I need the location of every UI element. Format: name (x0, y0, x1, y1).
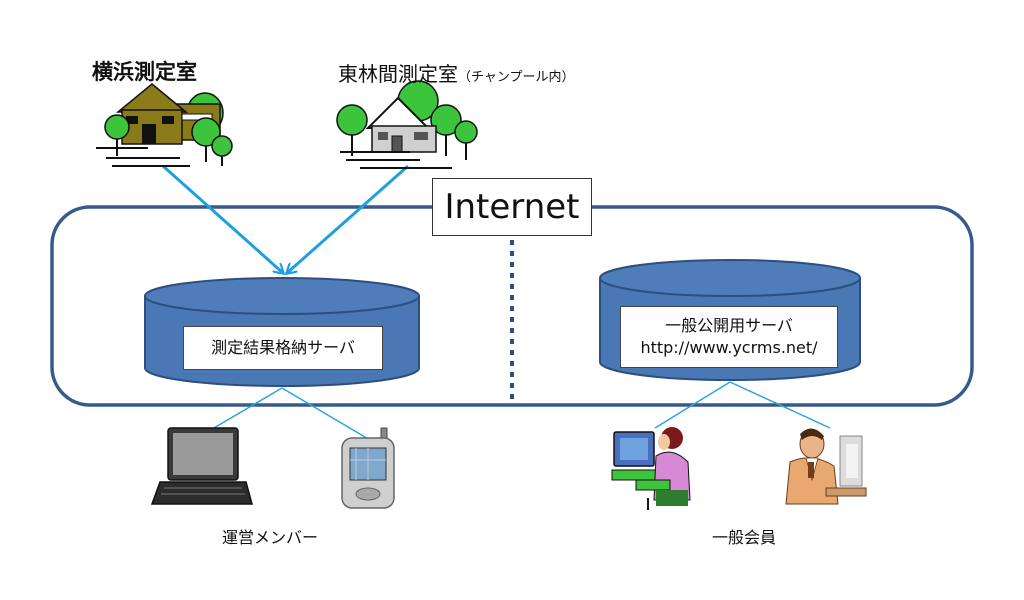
house-icon (336, 80, 478, 169)
site-label-higashirinkan-group: 東林間測定室（チャンプール内） (338, 58, 574, 87)
general-links (654, 381, 831, 429)
group-label-general: 一般会員 (712, 528, 777, 547)
house-icon (96, 83, 233, 167)
man-at-computer-icon (785, 428, 867, 505)
measurement-server-label-box: 測定結果格納サーバ (183, 326, 383, 370)
public-server-url: http://www.ycrms.net/ (640, 338, 818, 357)
arrow-yokohama (162, 164, 283, 273)
site-note-higashirinkan: （チャンプール内） (458, 70, 575, 85)
public-server-label-box: 一般公開用サーバ http://www.ycrms.net/ (620, 306, 838, 368)
group-label-members: 運営メンバー (222, 528, 319, 547)
laptop-icon (150, 427, 253, 505)
woman-at-computer-icon (611, 427, 691, 510)
member-links (206, 387, 371, 441)
internet-label: Internet (444, 187, 580, 227)
site-label-yokohama: 横浜測定室 (92, 60, 197, 84)
arrow-higashirinkan (287, 164, 409, 273)
measurement-server-label: 測定結果格納サーバ (211, 338, 355, 358)
public-server-label: 一般公開用サーバ (665, 316, 793, 336)
pda-icon (341, 427, 395, 509)
site-label-higashirinkan: 東林間測定室 (338, 62, 458, 86)
internet-label-box: Internet (432, 178, 592, 236)
